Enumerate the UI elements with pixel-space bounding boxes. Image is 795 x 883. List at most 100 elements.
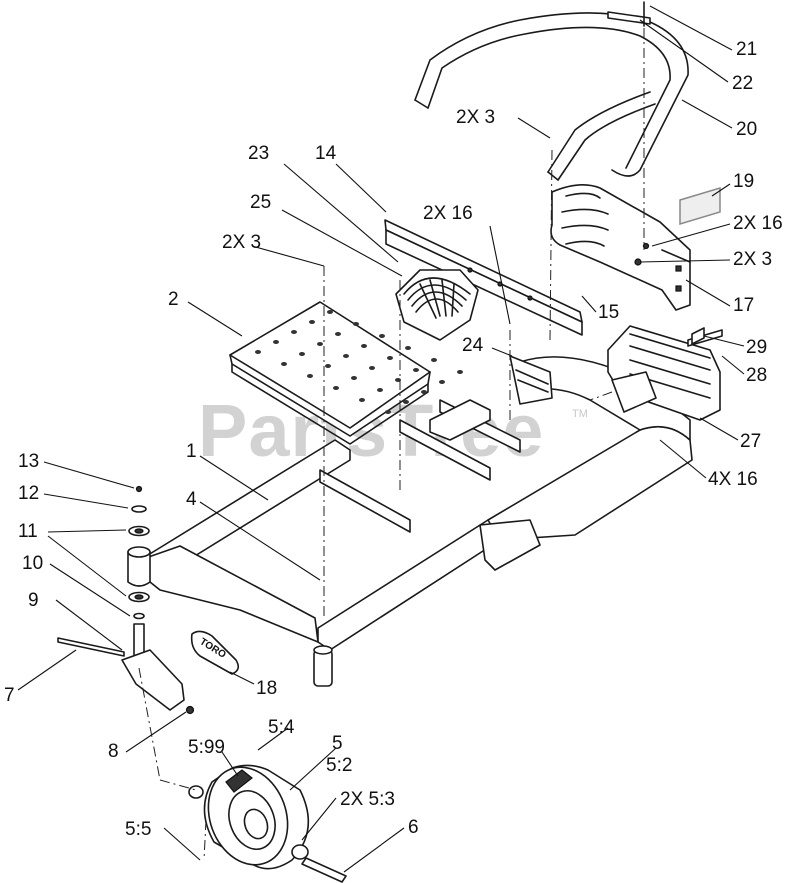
leader-line: [301, 797, 337, 841]
callout-9: 9: [28, 590, 39, 611]
floor-pan-hole: [299, 352, 305, 356]
floor-pan-hole: [387, 356, 393, 360]
leader-line: [221, 751, 239, 777]
leader-line: [581, 295, 597, 313]
floor-pan-hole: [325, 364, 331, 368]
leader-line: [685, 279, 731, 307]
callout-18: 18: [256, 678, 278, 699]
castor-wheel: [188, 764, 347, 883]
parts-28-29: [687, 327, 723, 347]
bracket-24: [509, 355, 553, 405]
floor-pan-hole: [369, 366, 375, 370]
leader-line: [703, 335, 745, 347]
floor-pan-hole: [353, 322, 359, 326]
floor-pan-hole: [385, 410, 391, 414]
floor-pan-hole: [431, 358, 437, 362]
floor-pan-hole: [309, 320, 315, 324]
leader-line: [281, 209, 403, 277]
floor-pan-hole: [335, 332, 341, 336]
callout-17: 17: [733, 295, 755, 316]
callout-13: 13: [18, 451, 40, 472]
leader-line: [711, 183, 731, 197]
callout-6: 6: [408, 817, 419, 838]
floor-pan-hole: [403, 400, 409, 404]
roll-bar-bracket: [550, 184, 691, 311]
callout-2: 2: [168, 289, 179, 310]
callout-27: 27: [740, 431, 762, 452]
floor-pan-hole: [343, 354, 349, 358]
callout-25: 25: [250, 192, 272, 213]
floor-pan-hole: [317, 342, 323, 346]
callout-7: 7: [4, 685, 15, 706]
callout-21: 21: [736, 39, 758, 60]
leader-line: [163, 827, 201, 861]
leader-line: [229, 671, 255, 685]
leader-line: [659, 439, 707, 479]
leader-line: [649, 5, 733, 51]
leader-line: [55, 599, 123, 651]
leader-line: [283, 163, 399, 263]
leader-line: [681, 99, 733, 129]
floor-pan-hole: [457, 370, 463, 374]
floor-pan: [229, 301, 431, 445]
callout-2x-5-3: 2X 5:3: [340, 789, 395, 810]
floor-pan-hole: [291, 330, 297, 334]
callout-12: 12: [18, 483, 40, 504]
floor-pan-hole: [273, 340, 279, 344]
leader-line: [43, 461, 135, 489]
leader-line: [343, 827, 405, 873]
callout-1: 1: [186, 441, 197, 462]
decal-19: [679, 186, 721, 226]
callout-5-5: 5:5: [125, 819, 152, 840]
callout-24: 24: [462, 335, 484, 356]
roll-bar: [414, 11, 689, 181]
assembly-center-lines: [138, 28, 645, 861]
floor-pan-hole: [379, 334, 385, 338]
callout-2x-3-c: 2X 3: [733, 249, 773, 270]
leader-line: [199, 501, 321, 581]
callout-22: 22: [732, 73, 754, 94]
seat-support: [384, 219, 583, 336]
callout-11: 11: [18, 521, 38, 542]
callout-5-99: 5:99: [188, 737, 225, 758]
leader-line: [47, 529, 127, 533]
floor-pan-hole: [255, 350, 261, 354]
leader-line: [699, 417, 739, 441]
leader-line: [251, 245, 325, 267]
watermark-trademark: TM: [572, 408, 588, 420]
leader-line: [517, 117, 551, 139]
callout-14: 14: [315, 143, 337, 164]
floor-pan-hole: [307, 374, 313, 378]
callout-8: 8: [108, 741, 119, 762]
callout-5: 5: [332, 733, 343, 754]
leader-line: [47, 535, 127, 597]
floor-pan-holes: [255, 310, 463, 414]
callout-29: 29: [746, 337, 768, 358]
component-27: [607, 325, 721, 421]
leader-line: [639, 19, 729, 83]
leader-line: [651, 223, 731, 247]
callout-2x-3-b: 2X 3: [222, 232, 262, 253]
floor-pan-hole: [281, 362, 287, 366]
callout-23: 23: [248, 143, 270, 164]
callout-5-2: 5:2: [326, 755, 353, 776]
floor-pan-hole: [351, 376, 357, 380]
leader-line: [639, 259, 731, 263]
callout-2x-3-a: 2X 3: [456, 107, 496, 128]
floor-pan-hole: [333, 386, 339, 390]
leader-line: [17, 649, 77, 691]
callout-10: 10: [22, 553, 44, 574]
floor-pan-hole: [361, 344, 367, 348]
leader-line: [289, 747, 337, 791]
callout-2x-16-a: 2X 16: [423, 203, 473, 224]
leader-line: [335, 163, 387, 213]
main-frame: [139, 356, 693, 687]
leader-line: [199, 455, 269, 501]
leader-line: [187, 301, 243, 337]
castor-assembly: [57, 485, 195, 715]
leader-line: [125, 711, 187, 753]
callout-20: 20: [736, 119, 758, 140]
callout-28: 28: [746, 365, 768, 386]
